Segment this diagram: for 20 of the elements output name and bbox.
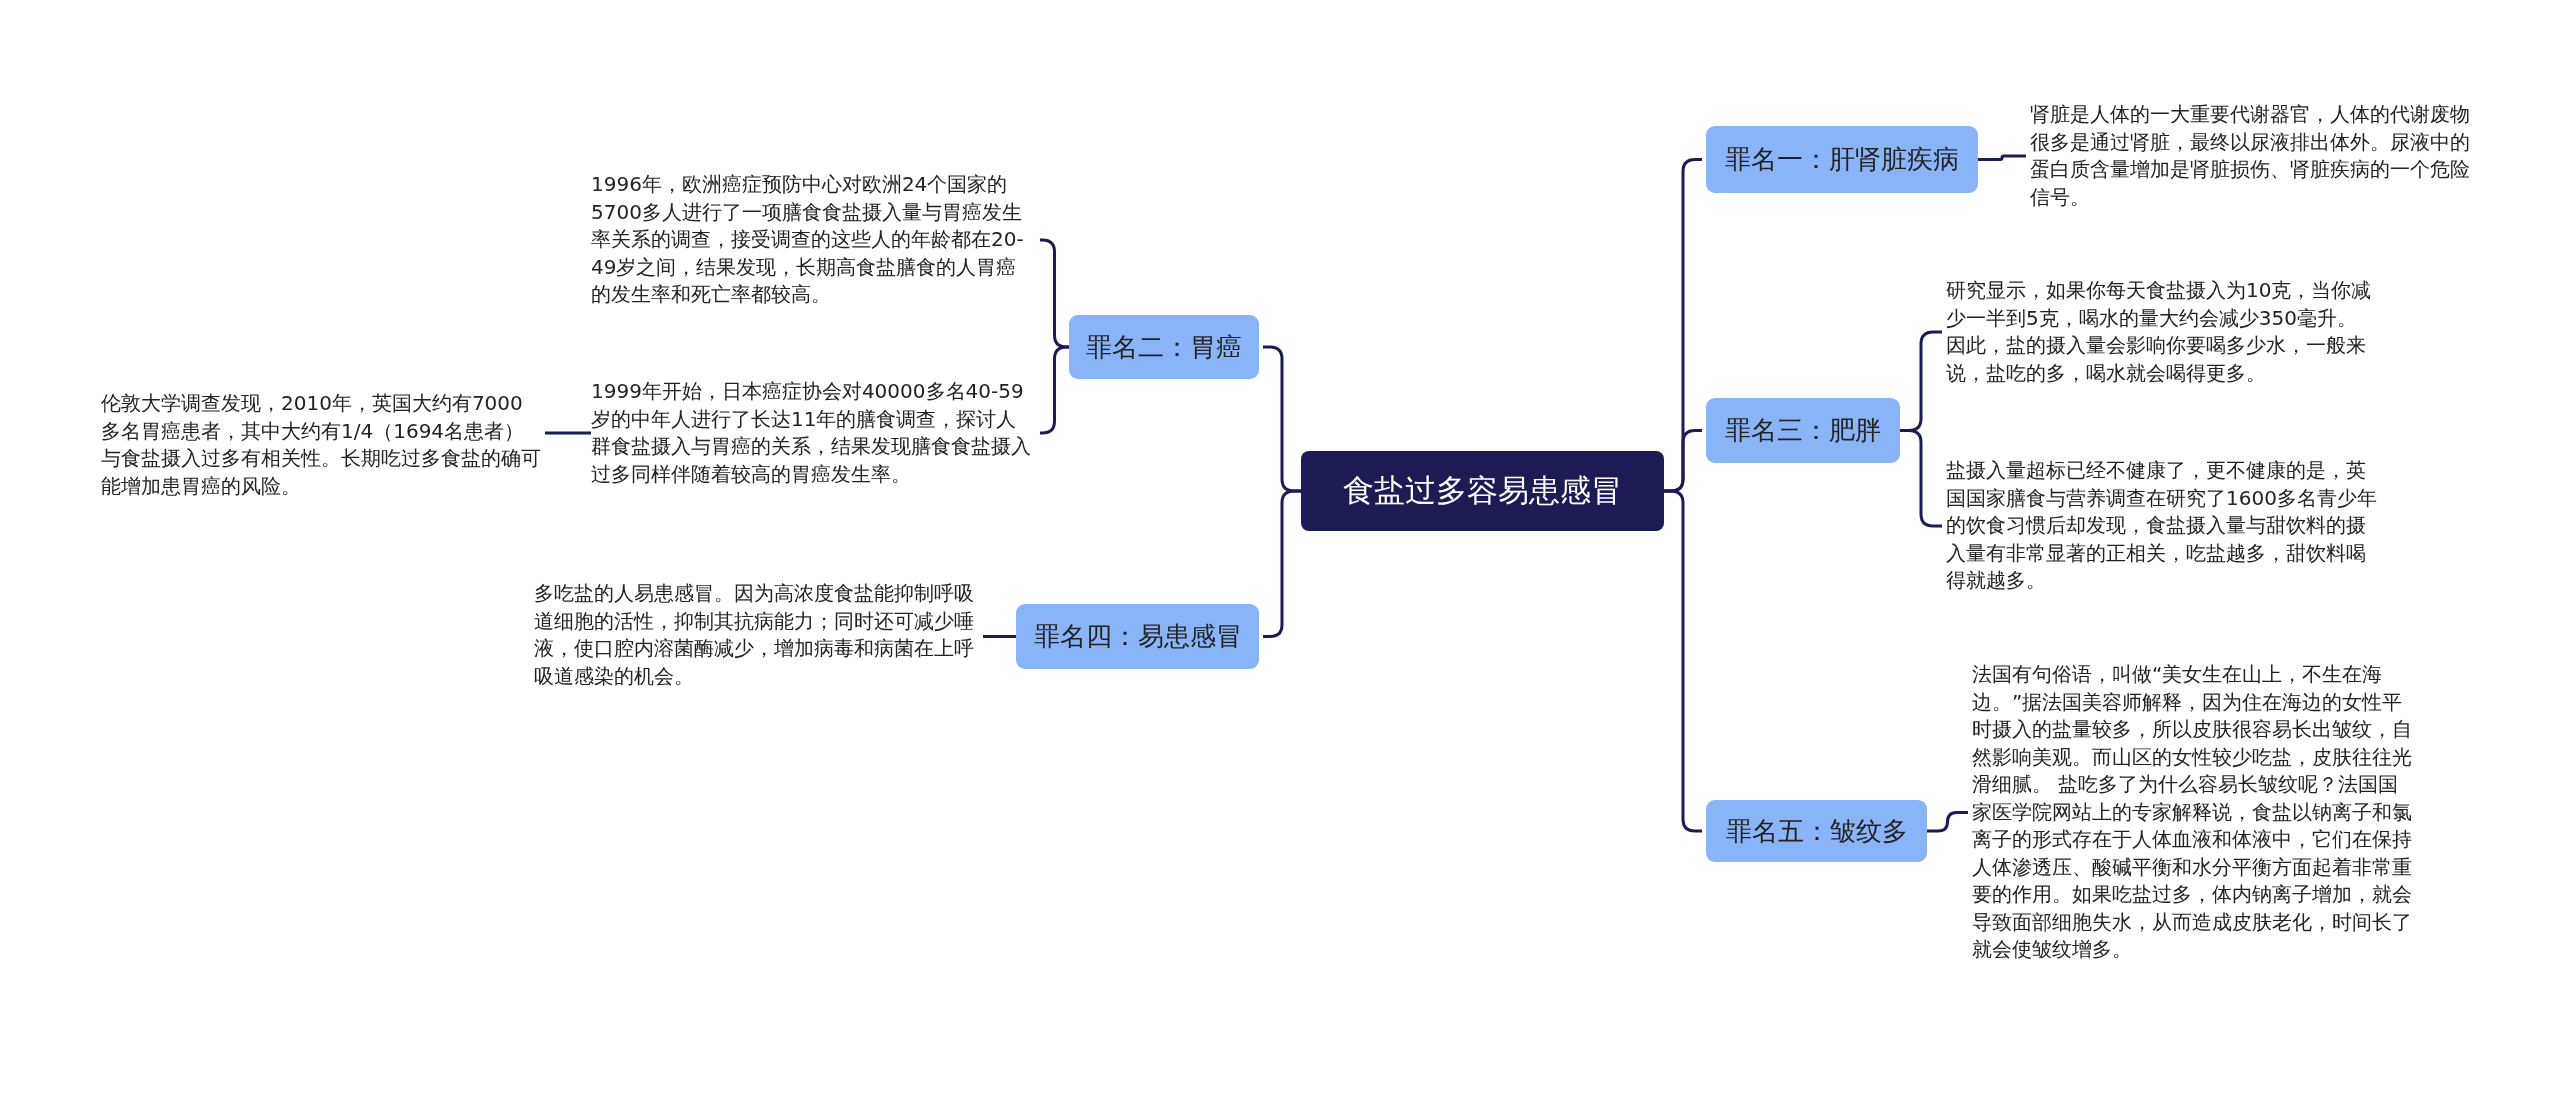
note-text: 多吃盐的人易患感冒。因为高浓度食盐能抑制呼吸道细胞的活性，抑制其抗病能力；同时还可减少唾液，使口腔内溶菌酶减少，增加病毒和病菌在上呼吸道感染的机会。 — [534, 580, 979, 690]
topic-box: 罪名四：易患感冒 — [1016, 604, 1259, 669]
topic-box: 罪名三：肥胖 — [1706, 398, 1900, 463]
note-text: 肾脏是人体的一大重要代谢器官，人体的代谢废物很多是通过肾脏，最终以尿液排出体外。尿液中的蛋白质含量增加是肾脏损伤、肾脏疾病的一个危险信号。 — [2030, 101, 2470, 211]
root-topic-box: 食盐过多容易患感冒 — [1301, 451, 1664, 531]
note-text: 1999年开始，日本癌症协会对40000多名40-59岁的中年人进行了长达11年的膳食调查，探讨人群食盐摄入与胃癌的关系，结果发现膳食食盐摄入过多同样伴随着较高的胃癌发生率。 — [591, 378, 1036, 488]
topic-box: 罪名二：胃癌 — [1069, 315, 1259, 379]
note-text: 研究显示，如果你每天食盐摄入为10克，当你减少一半到5克，喝水的量大约会减少350毫升。因此，盐的摄入量会影响你要喝多少水，一般来说，盐吃的多，喝水就会喝得更多。 — [1946, 277, 2376, 387]
connector — [983, 635, 1016, 638]
connector — [545, 431, 591, 435]
connector — [1040, 345, 1069, 435]
topic-box: 罪名一：肝肾脏疾病 — [1706, 126, 1978, 193]
connector — [1927, 811, 1968, 833]
connector — [1978, 154, 2026, 161]
note-text: 法国有句俗语，叫做“美女生在山上，不生在海边。”据法国美容师解释，因为住在海边的女性平时摄入的盐量较多，所以皮肤很容易长出皱纹，自然影响美观。而山区的女性较少吃盐，皮肤往往光滑细腻。 盐吃多了为什么容易长皱纹呢？法国国家医学院网站上的专家解释说，食盐以钠离子和氯离子的形式存在于人体血液和体液中，它们在保持人体渗透压、酸碱平衡和水分平衡方面起着非常重要的作用。如果吃盐过多，体内钠离子增加，就会导致面部细胞失水，从而造成皮肤老化，时间长了就会使皱纹增多。 — [1972, 661, 2412, 964]
note-text: 盐摄入量超标已经不健康了，更不健康的是，英国国家膳食与营养调查在研究了1600多名青少年的饮食习惯后却发现，食盐摄入量与甜饮料的摄入量有非常显著的正相关，吃盐越多，甜饮料喝得就越多。 — [1946, 457, 2382, 595]
note-text: 伦敦大学调查发现，2010年，英国大约有7000多名胃癌患者，其中大约有1/4（1694名患者）与食盐摄入过多有相关性。长期吃过多食盐的确可能增加患胃癌的风险。 — [101, 390, 541, 500]
topic-box: 罪名五：皱纹多 — [1706, 800, 1927, 862]
note-text: 1996年，欧洲癌症预防中心对欧洲24个国家的5700多人进行了一项膳食食盐摄入量与胃癌发生率关系的调查，接受调查的这些人的年龄都在20-49岁之间，结果发现，长期高食盐膳食的人胃癌的发生率和死亡率都较高。 — [591, 171, 1036, 309]
connector — [1040, 238, 1069, 349]
